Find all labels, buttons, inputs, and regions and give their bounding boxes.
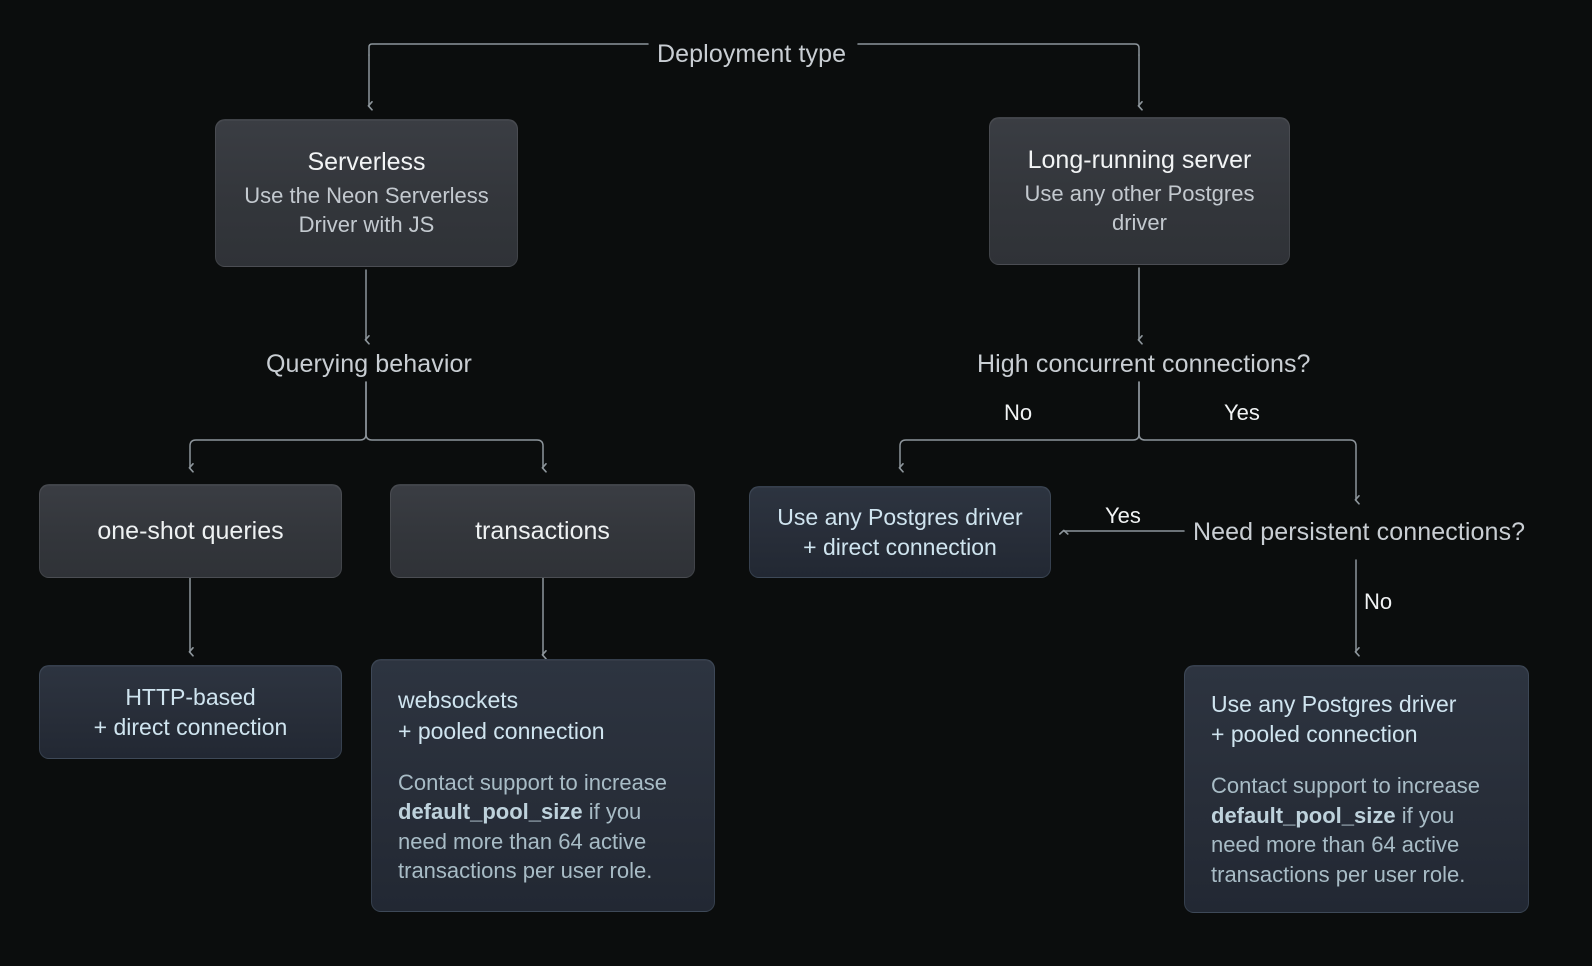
label-deployment-type: Deployment type [657, 40, 847, 68]
node-serverless-subtitle: Use the Neon Serverless Driver with JS [244, 183, 489, 237]
node-postgres-pooled-body-code: default_pool_size [1211, 802, 1396, 828]
node-transactions-label: transactions [475, 517, 610, 545]
node-http-direct-connection[interactable]: HTTP-based + direct connection [39, 665, 342, 759]
node-postgres-pooled-line1: Use any Postgres driver [1211, 690, 1457, 717]
edge-label-concurrent-yes: Yes [1224, 400, 1260, 425]
node-websockets-pooled-body-after: if you need more than 64 active transact… [398, 799, 653, 884]
edge-label-persistent-yes: Yes [1105, 503, 1141, 528]
edge-label-persistent-no: No [1364, 589, 1393, 614]
node-websockets-pooled-body-before: Contact support to increase [398, 769, 668, 795]
node-http-direct-line2: + direct connection [93, 714, 288, 740]
label-high-concurrent-connections: High concurrent connections? [977, 350, 1311, 378]
node-websockets-pooled-line2: + pooled connection [398, 717, 605, 744]
node-postgres-direct-connection[interactable]: Use any Postgres driver + direct connect… [749, 486, 1051, 578]
node-http-direct-line1: HTTP-based [125, 683, 256, 710]
node-serverless-title: Serverless [307, 147, 426, 176]
node-postgres-pooled-line2: + pooled connection [1211, 721, 1418, 748]
node-postgres-pooled-body-before: Contact support to increase [1211, 773, 1481, 799]
node-long-running-server[interactable]: Long-running server Use any other Postgr… [989, 117, 1290, 265]
node-postgres-pooled-body-after: if you need more than 64 active transact… [1211, 802, 1466, 887]
label-need-persistent-connections: Need persistent connections? [1193, 518, 1526, 546]
node-transactions[interactable]: transactions [390, 484, 695, 578]
node-one-shot-queries[interactable]: one-shot queries [39, 484, 342, 578]
node-one-shot-queries-label: one-shot queries [97, 517, 284, 545]
label-querying-behavior: Querying behavior [266, 350, 472, 378]
node-serverless[interactable]: Serverless Use the Neon Serverless Drive… [215, 119, 518, 267]
node-postgres-pooled-body: Contact support to increase default_pool… [1211, 771, 1502, 889]
node-websockets-pooled-line1: websockets [398, 687, 519, 714]
node-postgres-direct-line2: + direct connection [803, 534, 997, 560]
node-postgres-pooled-connection[interactable]: Use any Postgres driver + pooled connect… [1184, 665, 1529, 913]
node-websockets-pooled-body-code: default_pool_size [398, 799, 583, 825]
node-websockets-pooled-connection[interactable]: websockets + pooled connection Contact s… [371, 659, 715, 912]
node-websockets-pooled-body: Contact support to increase default_pool… [398, 768, 688, 886]
node-long-running-server-title: Long-running server [1027, 145, 1252, 174]
node-postgres-direct-line1: Use any Postgres driver [777, 503, 1023, 530]
edge-label-concurrent-no: No [1004, 400, 1033, 425]
node-long-running-server-subtitle: Use any other Postgres driver [1024, 181, 1255, 235]
